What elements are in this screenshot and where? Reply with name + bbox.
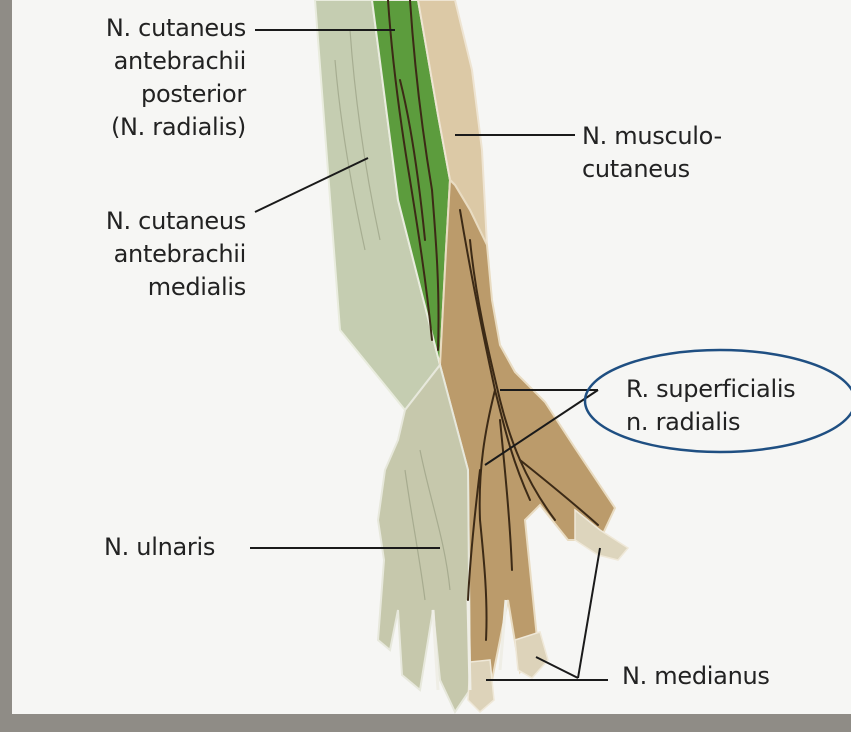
label-cut-post-line-2: antebrachii xyxy=(58,45,246,78)
label-ulnaris: N. ulnaris xyxy=(104,531,215,564)
label-cutaneus-antebrachii-medialis: N. cutaneus antebrachii medialis xyxy=(58,205,246,304)
label-medianus-text: N. medianus xyxy=(622,660,770,693)
label-cut-post-line-3: posterior xyxy=(58,78,246,111)
finger-gap-2 xyxy=(468,600,470,690)
region-medianus-fingertip-1 xyxy=(468,660,494,712)
label-cut-med-line-3: medialis xyxy=(58,271,246,304)
label-cut-post-line-4: (N. radialis) xyxy=(58,111,246,144)
label-cut-med-line-1: N. cutaneus xyxy=(58,205,246,238)
label-musculocutaneus: N. musculo- cutaneus xyxy=(582,120,722,186)
label-musculo-line-1: N. musculo- xyxy=(582,120,722,153)
label-super-line-1: R. superficialis xyxy=(626,373,795,406)
label-cutaneus-antebrachii-posterior: N. cutaneus antebrachii posterior (N. ra… xyxy=(58,12,246,144)
label-musculo-line-2: cutaneus xyxy=(582,153,722,186)
label-super-line-2: n. radialis xyxy=(626,406,795,439)
label-cut-post-line-1: N. cutaneus xyxy=(58,12,246,45)
label-ramus-superficialis: R. superficialis n. radialis xyxy=(626,373,795,439)
label-medianus: N. medianus xyxy=(622,660,770,693)
label-ulnaris-text: N. ulnaris xyxy=(104,531,215,564)
label-cut-med-line-2: antebrachii xyxy=(58,238,246,271)
